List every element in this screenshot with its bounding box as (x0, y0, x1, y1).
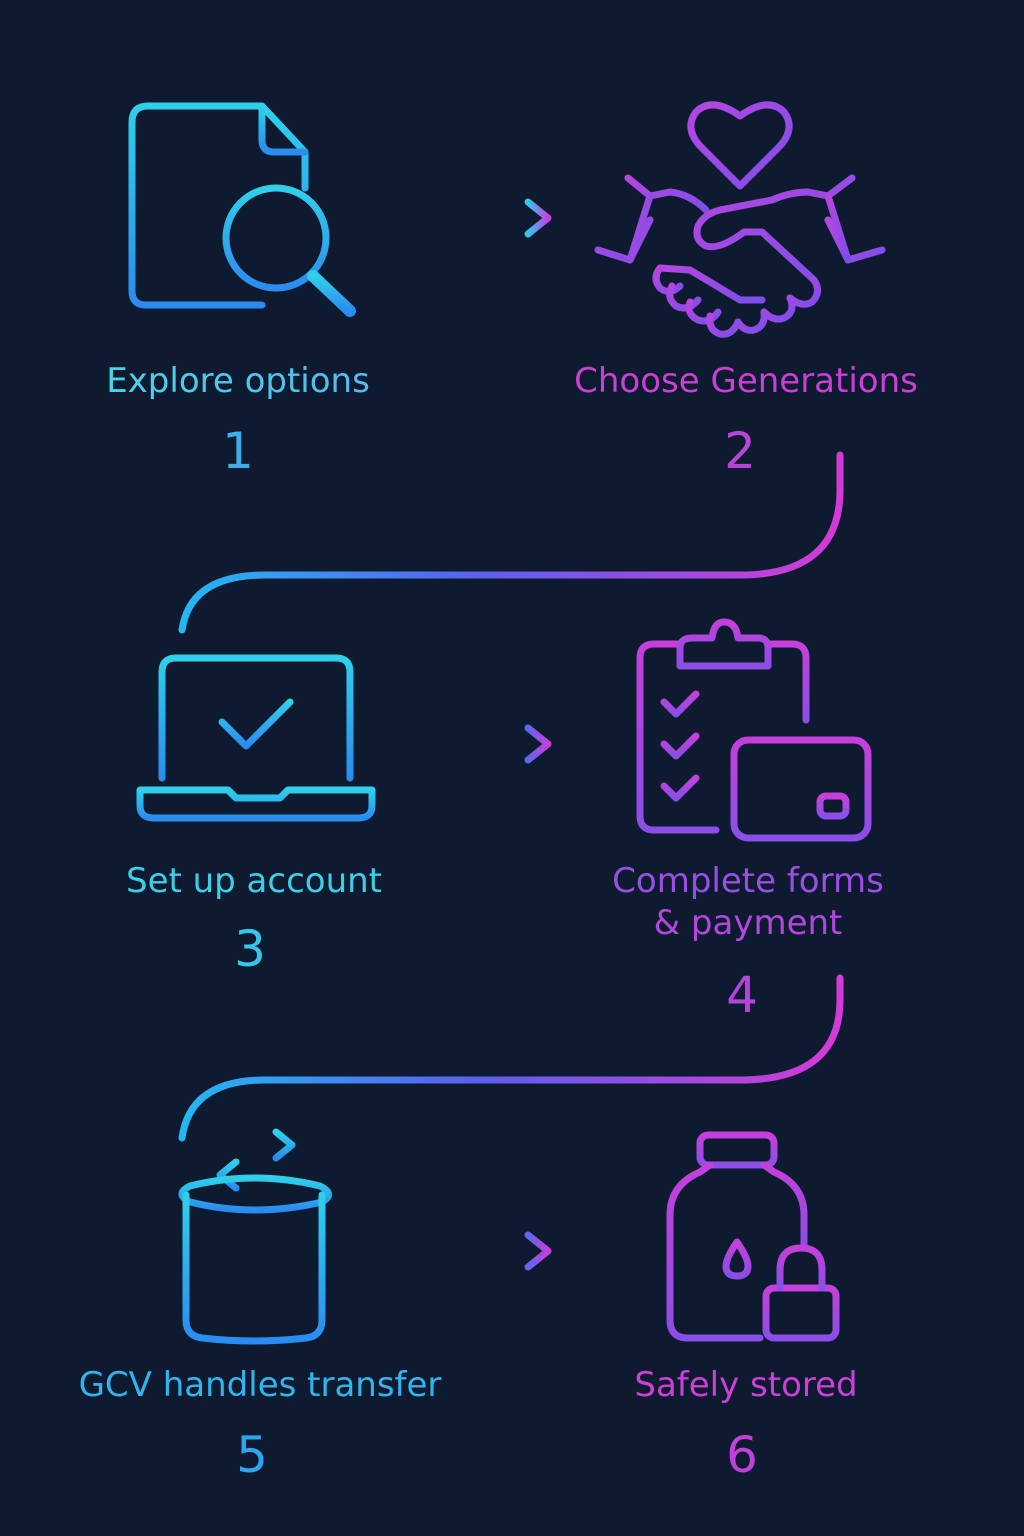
step-3-label: Set up account (126, 861, 382, 901)
heart-handshake-icon (594, 101, 886, 338)
connector-2-to-3 (178, 451, 844, 634)
arrow-5-to-6 (426, 1231, 552, 1271)
step-5: GCV handles transfer 5 (79, 1365, 442, 1484)
arrow-3-to-4 (426, 724, 552, 764)
step-4-label-line1: Complete forms (612, 861, 884, 901)
step-3: Set up account 3 (126, 861, 382, 978)
arrow-1-to-2 (394, 198, 552, 238)
transfer-cylinder-icon (178, 1128, 332, 1345)
step-2-number: 2 (724, 422, 756, 480)
step-6-number: 6 (726, 1426, 758, 1484)
document-search-icon (128, 102, 356, 317)
step-5-label: GCV handles transfer (79, 1365, 442, 1405)
step-4: Complete forms & payment 4 (612, 861, 884, 1024)
step-1-label: Explore options (106, 361, 370, 401)
laptop-check-icon (136, 654, 376, 822)
clipboard-card-icon (636, 618, 872, 842)
step-5-number: 5 (236, 1426, 268, 1484)
step-6-label: Safely stored (634, 1365, 857, 1405)
connector-4-to-5 (178, 974, 844, 1142)
step-6: Safely stored 6 (634, 1365, 857, 1484)
step-2: Choose Generations 2 (574, 361, 918, 480)
step-3-number: 3 (234, 920, 266, 978)
locked-bottle-icon (666, 1131, 840, 1342)
step-1: Explore options 1 (106, 361, 370, 480)
step-4-label-line2: & payment (654, 903, 843, 943)
step-4-number: 4 (726, 966, 758, 1024)
step-1-number: 1 (222, 422, 254, 480)
step-2-label: Choose Generations (574, 361, 918, 401)
